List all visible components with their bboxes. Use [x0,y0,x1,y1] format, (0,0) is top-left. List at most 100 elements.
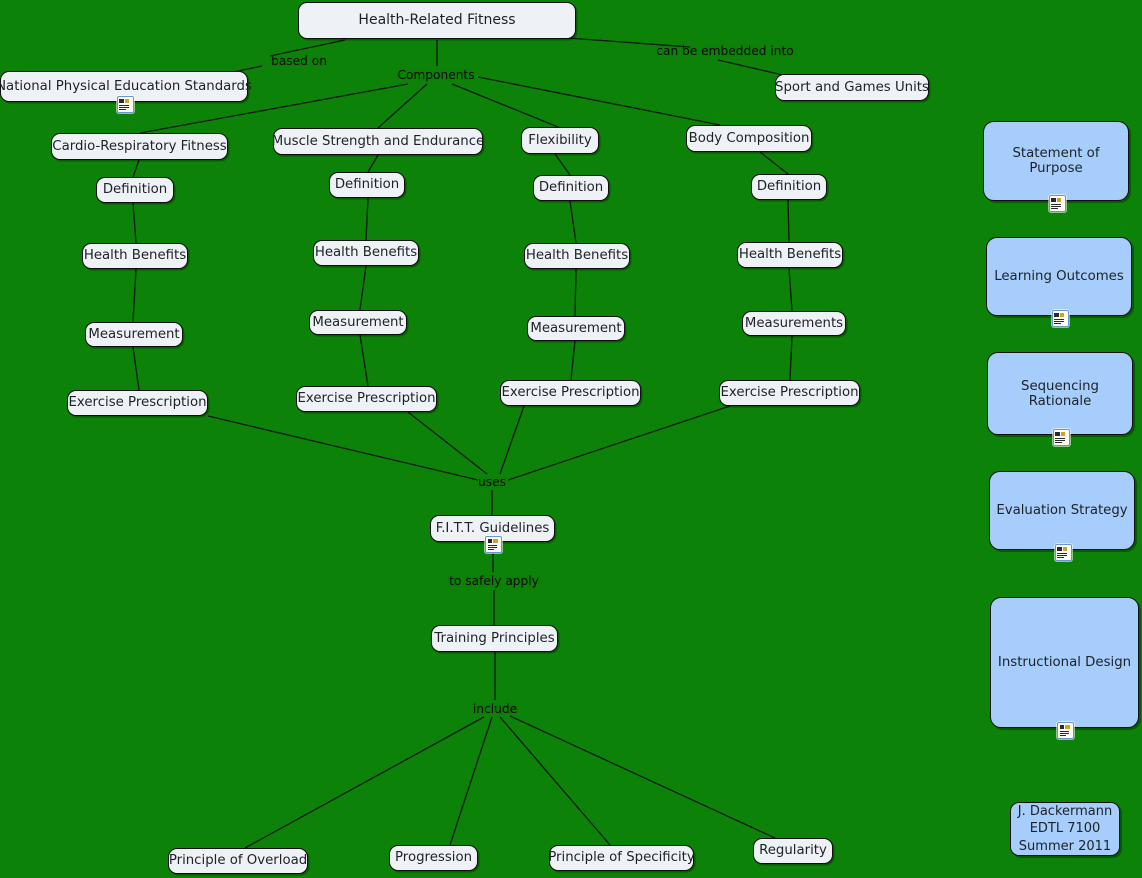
note-icon-mark [1051,197,1056,202]
edge-flex-hb-to-meas [574,268,577,317]
edge-muscle-to-definition [367,154,379,173]
node-label: Definition [334,177,400,193]
edge-flex-meas-to-ep [570,340,576,381]
node-label: Muscle Strength and Endurance [271,133,485,149]
edge-label-label-can-be-embedded-into[interactable]: can be embedded into [656,44,794,58]
edge-label-label-based-on[interactable]: based on [271,54,327,68]
note-icon-mark [1059,724,1064,729]
note-icon-mark [1057,556,1064,558]
node-label: Measurement [88,326,180,342]
node-sport-and-games-units[interactable]: Sport and Games Units [775,74,929,101]
node-measurements-body[interactable]: Measurements [742,311,846,336]
node-cardio-respiratory-fitness[interactable]: Cardio-Respiratory Fitness [51,133,228,160]
panel-evaluation-strategy[interactable]: Evaluation Strategy [989,471,1135,550]
edge-include-to-specificity [499,716,611,846]
note-icon-mark [1057,554,1067,556]
node-label: Progression [395,850,473,866]
note-icon-mark [1051,203,1061,205]
note-icon-mark [1059,730,1069,732]
note-icon-mark [119,106,129,108]
note-icon-mark [1054,320,1064,322]
note-icon-mark [1054,318,1064,320]
node-label: F.I.T.T. Guidelines [435,520,550,536]
node-exercise-prescription-cardio[interactable]: Exercise Prescription [67,390,208,416]
note-icon-statement-of-purpose[interactable] [1048,195,1066,212]
panel-learning-outcomes[interactable]: Learning Outcomes [986,237,1132,316]
edge-include-to-overload [244,716,485,849]
node-body-composition[interactable]: Body Composition [686,125,812,152]
edge-cardio-hb-to-meas [132,268,137,323]
node-exercise-prescription-flex[interactable]: Exercise Prescription [500,380,641,406]
node-label: Regularity [759,843,827,859]
note-icon-mark [1059,732,1069,734]
node-regularity[interactable]: Regularity [753,838,833,864]
node-label: Cardio-Respiratory Fitness [52,138,227,154]
note-icon-mark [1059,312,1064,317]
node-health-benefits-cardio[interactable]: Health Benefits [82,243,188,269]
note-icon-learning-outcomes[interactable] [1051,310,1069,327]
note-icon-mark [119,104,129,106]
node-label: Measurements [744,315,844,331]
note-icon-mark [1054,312,1059,317]
node-health-related-fitness[interactable]: Health-Related Fitness [298,2,576,39]
note-icon-mark [1054,322,1061,324]
edge-ep-muscle-to-uses [407,411,488,475]
node-label: Health Benefits [83,248,187,264]
edge-ep-cardio-to-uses [207,415,479,481]
edge-include-to-progression [449,716,493,846]
node-definition-cardio[interactable]: Definition [96,177,174,203]
node-health-benefits-flexibility[interactable]: Health Benefits [524,243,630,269]
node-health-benefits-muscle[interactable]: Health Benefits [313,240,419,266]
node-measurement-cardio[interactable]: Measurement [85,322,183,347]
node-label: Definition [538,180,604,196]
node-health-benefits-body[interactable]: Health Benefits [737,242,843,268]
panel-label: Statement of Purpose [1012,146,1100,176]
note-icon-national-pe-standards[interactable] [116,96,134,113]
node-definition-muscle[interactable]: Definition [329,172,405,198]
node-muscle-strength-endurance[interactable]: Muscle Strength and Endurance [271,128,485,155]
edge-cardio-def-to-hb [132,202,137,244]
node-exercise-prescription-muscle[interactable]: Exercise Prescription [296,386,437,412]
note-icon-mark [487,548,494,550]
note-icon-mark [1056,197,1061,202]
edge-label-label-include[interactable]: include [472,702,518,716]
note-icon-mark [119,108,126,110]
node-measurement-muscle[interactable]: Measurement [309,310,407,335]
node-label: Health Benefits [525,248,629,264]
note-icon-mark [1055,441,1062,443]
note-icon-mark [1062,546,1067,551]
node-definition-flexibility[interactable]: Definition [533,175,609,201]
node-progression[interactable]: Progression [389,845,478,871]
note-icon-mark [1065,724,1070,729]
note-icon-mark [1055,437,1065,439]
node-measurement-flexibility[interactable]: Measurement [527,316,625,341]
note-icon-evaluation-strategy[interactable] [1054,544,1072,561]
node-training-principles[interactable]: Training Principles [431,625,558,652]
node-definition-body[interactable]: Definition [751,174,827,200]
node-exercise-prescription-body[interactable]: Exercise Prescription [719,380,860,406]
edge-label-label-uses[interactable]: uses [478,475,506,489]
node-label: Measurement [530,320,622,336]
node-label: Body Composition [688,130,810,146]
node-label: National Physical Education Standards [0,78,252,94]
note-icon-mark [1055,431,1060,436]
node-principle-of-specificity[interactable]: Principle of Specificity [548,845,695,871]
edge-label-label-to-safely-apply[interactable]: to safely apply [449,574,539,588]
edge-label-label-components[interactable]: Components [397,68,475,82]
panel-label: Evaluation Strategy [996,503,1128,518]
note-icon-instructional-design[interactable] [1057,722,1074,739]
note-icon-mark [124,98,129,103]
panel-instructional-design[interactable]: Instructional Design [990,597,1139,728]
node-principle-of-overload[interactable]: Principle of Overload [168,848,308,874]
panel-sequencing-rationale[interactable]: Sequencing Rationale [987,352,1133,435]
node-label: Measurement [312,314,404,330]
edge-body-to-definition [759,151,789,175]
panel-statement-of-purpose[interactable]: Statement of Purpose [983,121,1129,201]
edge-components-to-muscle [377,83,428,129]
node-fitt-guidelines[interactable]: F.I.T.T. Guidelines [430,515,555,542]
panel-label: Learning Outcomes [994,269,1124,284]
note-icon-fitt-guidelines[interactable] [485,536,502,553]
node-flexibility[interactable]: Flexibility [521,127,599,154]
note-icon-sequencing-rationale[interactable] [1052,429,1070,446]
